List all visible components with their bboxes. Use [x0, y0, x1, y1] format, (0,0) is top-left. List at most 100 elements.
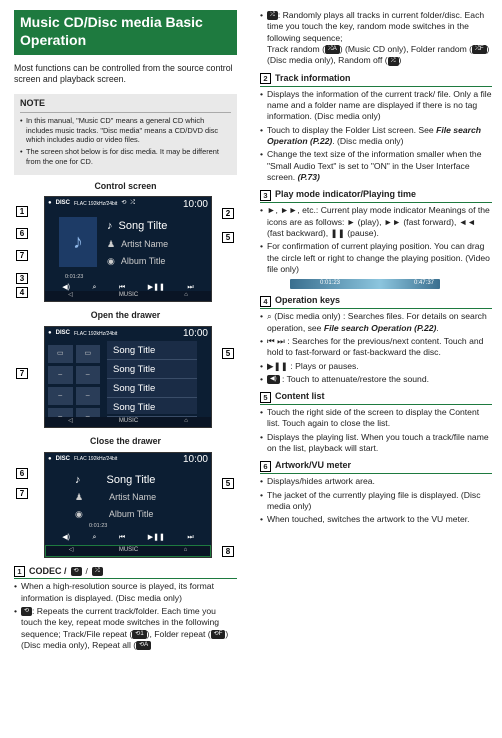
repeat-all-icon: ⟲A: [136, 641, 152, 651]
section-item: Displays the information of the current …: [260, 89, 492, 123]
song-title: Song Title: [106, 473, 156, 486]
section-item: ◀) : Touch to attenuate/restore the soun…: [260, 374, 492, 386]
mute-icon[interactable]: ◀): [62, 533, 70, 541]
section-item: ▶❚❚ : Plays or pauses.: [260, 360, 492, 373]
drawer-key[interactable]: –: [48, 365, 73, 384]
play-pause-icon: ▶❚❚: [267, 360, 289, 371]
drawer-key[interactable]: –: [75, 386, 100, 405]
section-number: 5: [260, 391, 271, 403]
section-number: 6: [260, 460, 271, 472]
section-title: Operation keys: [275, 295, 341, 306]
bottom-bar: ◁ MUSIC ⌂: [45, 291, 211, 302]
bottom-label: MUSIC: [118, 292, 139, 299]
artist-icon: ♟: [75, 492, 84, 503]
section-item: ⤮: Randomly plays all tracks in current …: [260, 10, 492, 67]
section-number: 2: [260, 73, 271, 85]
callout-7: 7: [16, 367, 28, 379]
content-list[interactable]: Song Title Song Title Song Title Song Ti…: [107, 340, 197, 417]
track-info[interactable]: ♪Song Title ♟Artist Name ◉Album Title: [75, 473, 195, 521]
home-icon[interactable]: ⌂: [183, 546, 188, 553]
drawer-key[interactable]: –: [75, 365, 100, 384]
seek-bar[interactable]: 0:01:23 0:47:37: [290, 279, 440, 290]
bottom-label: MUSIC: [118, 418, 139, 424]
clock: 10:00: [182, 328, 208, 340]
play-time: 0:01:23: [65, 274, 84, 281]
callout-6: 6: [16, 228, 28, 240]
prev-icon[interactable]: ⏮: [118, 284, 126, 292]
play-pause-icon[interactable]: ▶❚❚: [147, 533, 165, 541]
repeat-file-icon: ⟲1: [132, 630, 147, 640]
section-codec: 1 CODEC / ⟲ / ⤮: [14, 566, 237, 580]
next-icon[interactable]: ⏭: [187, 284, 194, 292]
callout-6: 6: [16, 467, 28, 479]
section-item: For confirmation of current playing posi…: [260, 241, 492, 275]
play-pause-icon[interactable]: ▶❚❚: [147, 284, 165, 292]
artist-name: Artist Name: [121, 238, 169, 249]
left-column: Music CD/Disc media Basic Operation Most…: [14, 10, 237, 654]
callout-3: 3: [16, 273, 28, 285]
right-column: ⤮: Randomly plays all tracks in current …: [260, 10, 492, 528]
callout-5: 5: [222, 232, 234, 244]
bottom-bar: ◁ MUSIC ⌂: [45, 544, 211, 557]
shuffle-all-icon: ⤮A: [324, 45, 340, 55]
shuffle-icon: ⤮: [267, 11, 278, 21]
operation-keys: ◀) ⌕ ⏮ ▶❚❚ ⏭: [51, 283, 205, 292]
drawer-keys: ▭ ▭ – – – – – –: [48, 344, 100, 426]
folder-up-icon[interactable]: ▭: [75, 344, 100, 363]
list-item[interactable]: Song Title: [107, 398, 197, 417]
callout-8: 8: [222, 545, 234, 557]
seek-elapsed: 0:01:23: [320, 280, 341, 287]
play-time: 0:01:23: [89, 522, 108, 529]
section-item: Displays the playing list. When you touc…: [260, 432, 492, 455]
source-label: DISC: [55, 330, 70, 336]
back-icon[interactable]: ◁: [68, 292, 73, 299]
callout-7: 7: [16, 250, 28, 262]
note-box: NOTE In this manual, "Music CD" means a …: [14, 94, 237, 175]
link-file-search[interactable]: File search Operation (P.22): [323, 322, 437, 333]
mute-icon[interactable]: ◀): [62, 284, 70, 292]
close-drawer-figure: ● DISC FLAC 192kHz/24bit 10:00 ♪Song Tit…: [14, 451, 237, 560]
list-item[interactable]: Song Title: [107, 379, 197, 398]
intro-text: Most functions can be controlled from th…: [14, 62, 233, 85]
close-drawer-heading: Close the drawer: [90, 435, 161, 446]
control-screen: ● DISC FLAC 192kHz/24bit ⟲ ⤮ 10:00 ♪ ♪So…: [44, 196, 212, 303]
section-item: When a high-resolution source is played,…: [14, 581, 237, 604]
control-screen-heading: Control screen: [94, 180, 157, 191]
search-icon[interactable]: ⌕: [92, 284, 97, 292]
link-file-search[interactable]: File search Operation (P.22): [267, 124, 482, 146]
drawer-key[interactable]: –: [48, 386, 73, 405]
callout-2: 2: [222, 208, 234, 220]
control-screen-figure: ● DISC FLAC 192kHz/24bit ⟲ ⤮ 10:00 ♪ ♪So…: [14, 196, 237, 304]
section-item: ⌕ (Disc media only) : Searches files. Fo…: [260, 311, 492, 334]
track-info[interactable]: ♪Song Tilte ♟Artist Name ◉Album Title: [107, 219, 203, 267]
repeat-icon: ⟲: [21, 607, 33, 617]
section-item: ⏮ ⏭ : Searches for the previous/next con…: [260, 336, 492, 359]
callout-1: 1: [16, 206, 28, 218]
shuffle-icon[interactable]: ⤮: [130, 200, 136, 207]
section-artwork: 6 Artwork/VU meter: [260, 460, 492, 475]
repeat-icon[interactable]: ⟲: [121, 200, 127, 207]
section-item: Touch the right side of the screen to di…: [260, 407, 492, 430]
bottom-bar: ◁ MUSIC ⌂: [45, 416, 211, 427]
link-p73[interactable]: (P.73): [297, 172, 320, 182]
artwork[interactable]: ♪: [59, 217, 97, 268]
home-icon[interactable]: ⌂: [184, 292, 188, 299]
search-icon[interactable]: ⌕: [92, 533, 97, 541]
search-icon: ⌕: [267, 311, 272, 322]
status-bar: ● DISC FLAC 192kHz/24bit 10:00: [45, 327, 211, 341]
home-icon[interactable]: ⌂: [184, 418, 188, 424]
section-operation-keys: 4 Operation keys: [260, 295, 492, 310]
list-item[interactable]: Song Title: [107, 360, 197, 379]
list-item[interactable]: Song Title: [107, 341, 197, 360]
back-icon[interactable]: ◁: [68, 418, 73, 424]
section-item: The jacket of the currently playing file…: [260, 490, 492, 513]
codec-label: FLAC 192kHz/24bit: [73, 201, 118, 208]
bottom-label: MUSIC: [118, 546, 139, 553]
back-icon[interactable]: ◁: [68, 546, 74, 553]
next-icon[interactable]: ⏭: [187, 533, 194, 541]
section-number: 1: [14, 566, 25, 577]
disc-icon: ●: [48, 455, 52, 462]
folder-icon[interactable]: ▭: [48, 344, 73, 363]
song-icon: ♪: [107, 220, 113, 233]
prev-icon[interactable]: ⏮: [118, 533, 126, 541]
